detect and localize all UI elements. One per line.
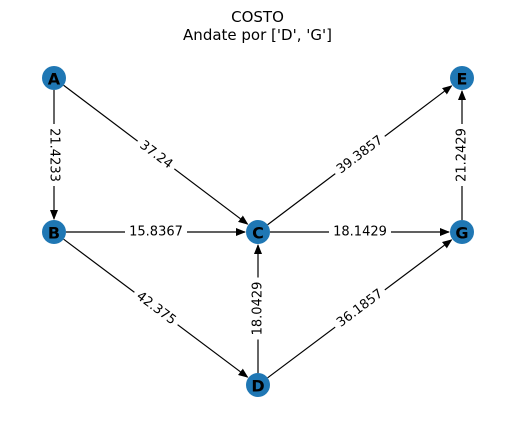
- edge-label-background: [330, 283, 390, 334]
- edge-label-d-c: 18.0429: [251, 282, 266, 336]
- title-block: COSTO Andate por ['D', 'G']: [0, 8, 515, 44]
- node-label-a: A: [48, 70, 61, 89]
- diagram-subtitle: Andate por ['D', 'G']: [183, 26, 332, 44]
- node-label-d: D: [251, 377, 264, 396]
- edge-label-group: 18.0429: [250, 277, 266, 340]
- node-label-e: E: [457, 70, 468, 89]
- node-label-g: G: [455, 224, 468, 243]
- edge-label-d-g: 36.1857: [334, 286, 386, 330]
- edge-label-background: [250, 277, 266, 340]
- edge-label-background: [125, 224, 187, 240]
- edge-label-group: 21.4233: [46, 124, 62, 186]
- edge-label-background: [329, 224, 391, 240]
- edge-label-group: 36.1857: [330, 283, 390, 334]
- edge-label-group: 37.24: [132, 134, 180, 176]
- edge-label-group: 15.8367: [125, 224, 187, 240]
- node-e: [450, 66, 474, 90]
- node-g: [450, 220, 474, 244]
- edge-label-background: [330, 129, 390, 181]
- edge-label-background: [129, 285, 183, 332]
- edge-label-background: [132, 134, 180, 176]
- nodes-layer: A B C D E G: [42, 66, 474, 397]
- edge-label-a-b: 21.4233: [47, 128, 62, 182]
- node-label-b: B: [48, 224, 60, 243]
- edge-label-group: 21.2429: [454, 124, 470, 186]
- edge-label-group: 39.3857: [330, 129, 390, 181]
- edge-label-c-e: 39.3857: [334, 133, 386, 177]
- edge-label-b-c: 15.8367: [129, 225, 183, 240]
- edge-label-group: 18.1429: [329, 224, 391, 240]
- edge-label-background: [454, 124, 470, 186]
- edge-label-g-e: 21.2429: [455, 128, 470, 182]
- edge-label-group: 42.375: [129, 285, 183, 332]
- edge-label-b-d: 42.375: [133, 289, 178, 328]
- node-b: [42, 220, 66, 244]
- node-label-c: C: [252, 224, 264, 243]
- edge-label-c-g: 18.1429: [333, 225, 387, 240]
- edge-label-background: [46, 124, 62, 186]
- diagram-title: COSTO: [231, 8, 284, 26]
- node-a: [42, 66, 66, 90]
- node-c: [246, 220, 270, 244]
- node-d: [246, 373, 270, 397]
- edge-label-a-c: 37.24: [137, 138, 176, 172]
